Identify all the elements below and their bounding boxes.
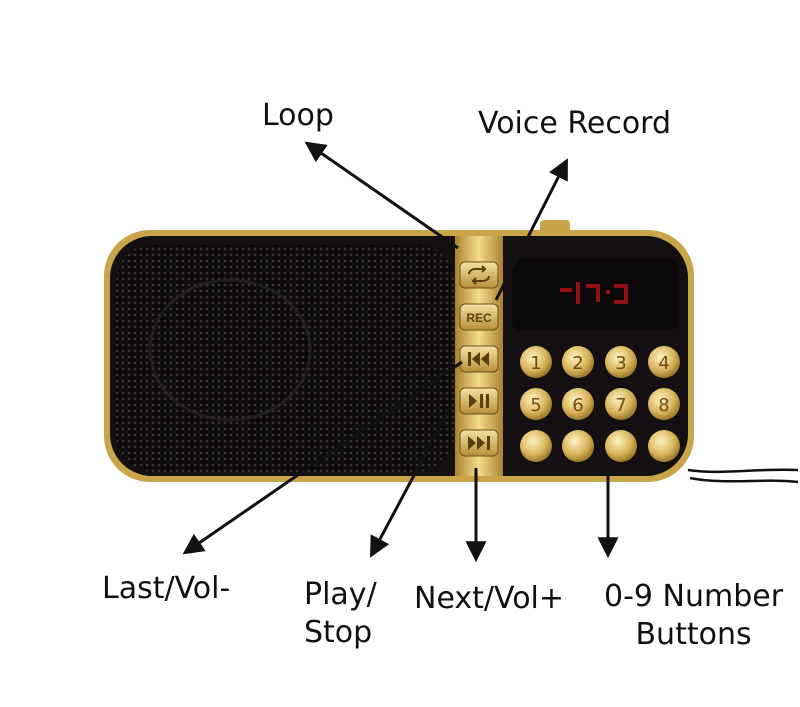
play-button[interactable] xyxy=(459,387,499,415)
key-7[interactable]: 7 xyxy=(605,388,637,420)
speaker-grille xyxy=(116,244,454,472)
label-voice-record: Voice Record xyxy=(478,106,672,141)
key-8[interactable]: 8 xyxy=(648,388,680,420)
svg-text:7: 7 xyxy=(615,395,626,416)
arrow-play-stop xyxy=(370,407,452,558)
label-next-vol: Next/Vol+ xyxy=(414,581,565,616)
svg-text:2: 2 xyxy=(572,353,583,374)
arrow-voice-record xyxy=(494,158,568,301)
play-pause-icon xyxy=(469,394,489,408)
strap xyxy=(687,468,799,484)
skip-back-icon xyxy=(468,352,489,366)
loop-button[interactable] xyxy=(459,261,499,289)
svg-text:5: 5 xyxy=(530,395,541,416)
label-play-stop-line2: Stop xyxy=(304,615,373,650)
rec-button[interactable]: REC xyxy=(459,303,499,331)
svg-text:8: 8 xyxy=(658,395,669,416)
label-last-vol: Last/Vol- xyxy=(102,571,231,606)
loop-icon xyxy=(468,265,490,285)
key-3[interactable]: 3 xyxy=(605,346,637,378)
key-extra[interactable] xyxy=(605,430,637,462)
key-0[interactable] xyxy=(562,430,594,462)
svg-text:4: 4 xyxy=(658,353,669,374)
keypad: 1 2 3 4 5 6 7 8 xyxy=(520,346,680,462)
key-4[interactable]: 4 xyxy=(648,346,680,378)
label-loop: Loop xyxy=(262,98,334,133)
key-mode[interactable] xyxy=(648,430,680,462)
skip-forward-icon xyxy=(468,436,490,450)
svg-text:1: 1 xyxy=(530,353,541,374)
key-2[interactable]: 2 xyxy=(562,346,594,378)
label-play-stop-line1: Play/ xyxy=(304,577,377,612)
key-6[interactable]: 6 xyxy=(562,388,594,420)
svg-text:3: 3 xyxy=(615,353,626,374)
display xyxy=(512,258,678,330)
callout-arrows xyxy=(182,141,619,563)
label-number-buttons: 0-9 Number Buttons xyxy=(604,578,783,654)
key-5[interactable]: 5 xyxy=(520,388,552,420)
label-number-line1: 0-9 Number xyxy=(604,579,784,614)
key-1[interactable]: 1 xyxy=(520,346,552,378)
svg-text:6: 6 xyxy=(572,395,583,416)
rec-label: REC xyxy=(466,311,492,325)
label-number-line2: Buttons xyxy=(635,617,752,652)
arrow-loop xyxy=(304,141,459,250)
next-button[interactable] xyxy=(459,429,499,457)
label-play-stop: Play/ Stop xyxy=(304,576,377,652)
arrow-last-vol xyxy=(182,360,463,555)
prev-button[interactable] xyxy=(459,345,499,373)
key-9[interactable] xyxy=(520,430,552,462)
